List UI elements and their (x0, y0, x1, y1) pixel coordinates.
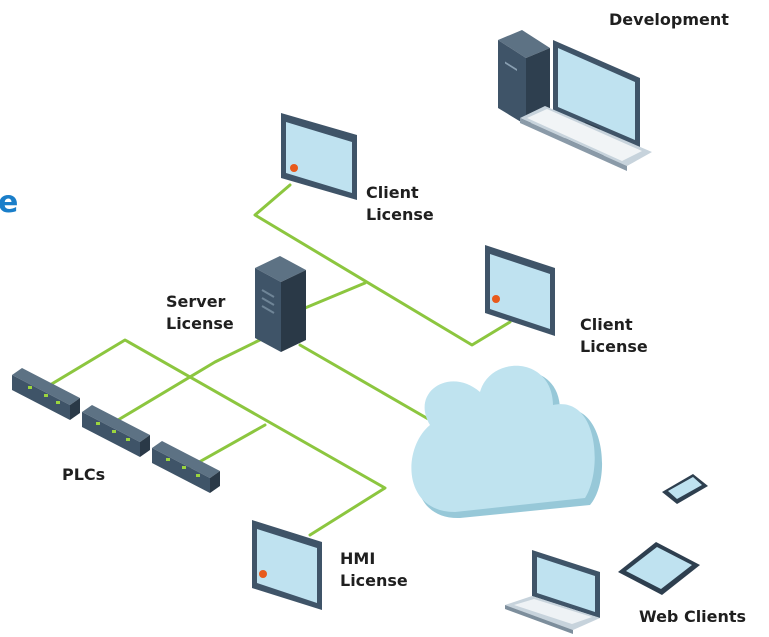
edge-text-fragment: e (0, 185, 19, 220)
label-client-license-1-line1: Client (366, 183, 419, 202)
label-server-license-line2: License (166, 314, 234, 333)
label-hmi-license-line2: License (340, 571, 408, 590)
plc-module-icon-3 (152, 441, 220, 493)
label-hmi-license-line1: HMI (340, 549, 376, 568)
line-plc1-to-hmi (48, 338, 387, 537)
plc-module-icon-1 (12, 368, 80, 420)
label-plcs: PLCs (62, 465, 106, 484)
tablet-icon (618, 542, 700, 595)
label-development: Development (609, 10, 729, 29)
plc-module-icon-2 (82, 405, 150, 457)
label-server-license-line1: Server (166, 292, 226, 311)
label-server-license: Server License (166, 291, 234, 335)
panel-monitor-icon-client-1 (281, 113, 357, 200)
panel-monitor-icon-client-2 (485, 245, 555, 336)
label-client-license-2-line1: Client (580, 315, 633, 334)
panel-monitor-icon-hmi (252, 520, 322, 610)
connector-lines (48, 183, 512, 537)
label-hmi-license: HMI License (340, 548, 408, 592)
server-tower-icon (255, 256, 306, 352)
cloud-icon (411, 365, 603, 519)
smartphone-icon (662, 474, 708, 504)
line-client1 (253, 183, 512, 347)
desktop-computer-icon (498, 30, 652, 171)
line-server-to-cloud (298, 343, 432, 422)
label-web-clients: Web Clients (639, 607, 747, 626)
label-client-license-2-line2: License (580, 337, 648, 356)
label-client-license-2: Client License (580, 314, 648, 358)
laptop-icon (505, 550, 600, 634)
line-server-backbone (303, 281, 367, 310)
label-client-license-1-line2: License (366, 205, 434, 224)
line-server-to-plc2 (116, 333, 272, 422)
label-client-license-1: Client License (366, 182, 434, 226)
